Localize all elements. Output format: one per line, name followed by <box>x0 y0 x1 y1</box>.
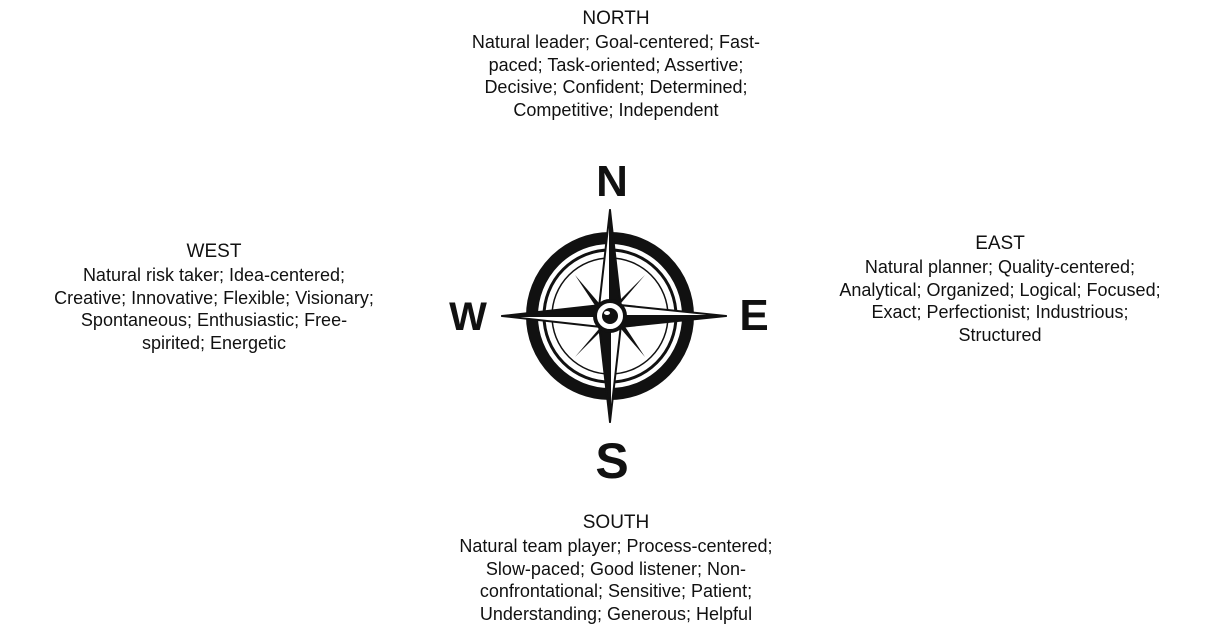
west-heading: WEST <box>186 241 242 262</box>
south-line: Slow-paced; Good listener; Non- <box>485 558 747 579</box>
east-heading: EAST <box>975 233 1025 254</box>
north-line: Natural leader; Goal-centered; Fast- <box>471 32 761 52</box>
west-line: Natural risk taker; Idea-centered; <box>82 265 346 285</box>
south-line: Natural team player; Process-centered; <box>459 536 773 556</box>
west-line: Spontaneous; Enthusiastic; Free- <box>80 310 348 330</box>
south-line: Understanding; Generous; Helpful <box>479 603 753 624</box>
east-line: Analytical; Organized; Logical; Focused; <box>839 279 1161 300</box>
compass-letter-e: E <box>739 291 768 340</box>
north-description: NORTH Natural leader; Goal-centered; Fas… <box>406 7 826 121</box>
east-line: Structured <box>958 324 1042 345</box>
north-line: Decisive; Confident; Determined; <box>484 77 748 97</box>
east-line: Natural planner; Quality-centered; <box>864 257 1136 277</box>
compass-letter-s: S <box>595 433 628 489</box>
compass-hub-dot <box>602 308 618 324</box>
west-line: spirited; Energetic <box>141 332 287 353</box>
compass-letter-w: W <box>449 295 487 339</box>
south-heading: SOUTH <box>582 512 650 533</box>
south-line: confrontational; Sensitive; Patient; <box>479 581 753 601</box>
compass-rose-icon: N E S W <box>449 157 769 489</box>
west-line: Creative; Innovative; Flexible; Visionar… <box>54 287 374 308</box>
south-description: SOUTH Natural team player; Process-cente… <box>386 511 846 625</box>
west-description: WEST Natural risk taker; Idea-centered; … <box>0 240 428 354</box>
north-heading: NORTH <box>582 8 650 29</box>
north-line: Competitive; Independent <box>513 99 719 120</box>
east-line: Exact; Perfectionist; Industrious; <box>871 302 1129 322</box>
east-description: EAST Natural planner; Quality-centered; … <box>790 232 1210 346</box>
compass-letter-n: N <box>596 157 628 206</box>
north-line: paced; Task-oriented; Assertive; <box>488 54 744 75</box>
